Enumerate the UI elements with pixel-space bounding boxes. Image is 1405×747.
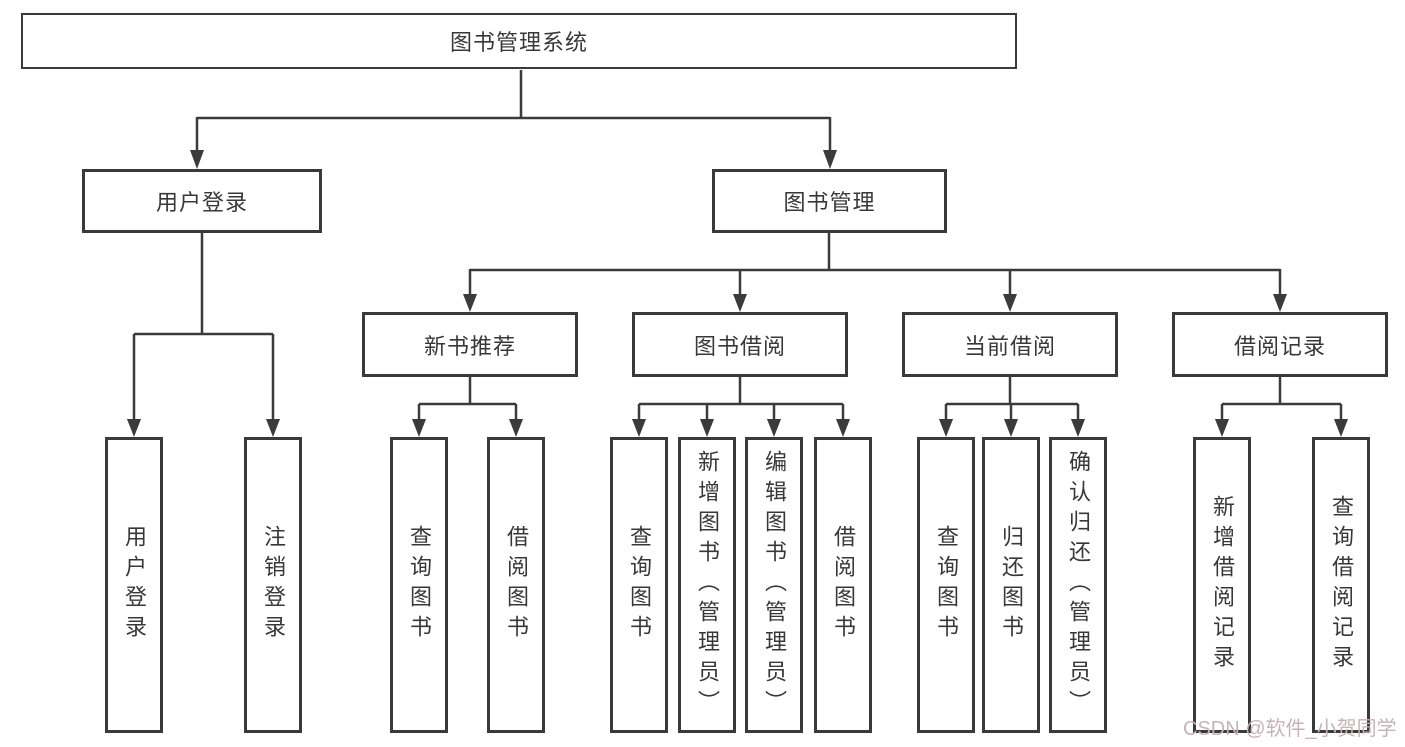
leaf-query-books-current: 查询图书 xyxy=(917,437,975,733)
leaf-borrow-books-recommend: 借阅图书 xyxy=(487,437,545,733)
node-book-management: 图书管理 xyxy=(712,169,947,233)
node-book-borrowing: 图书借阅 xyxy=(632,312,848,377)
leaf-query-books-recommend: 查询图书 xyxy=(390,437,448,733)
leaf-query-books-borrowing: 查询图书 xyxy=(610,437,668,733)
leaf-return-books: 归还图书 xyxy=(982,437,1040,733)
leaf-logout: 注销登录 xyxy=(244,437,302,733)
node-current-borrowing: 当前借阅 xyxy=(902,312,1118,377)
leaf-add-borrow-record: 新增借阅记录 xyxy=(1193,437,1251,733)
leaf-edit-books-admin: 编辑图书（管理员） xyxy=(745,437,803,733)
node-borrowing-records: 借阅记录 xyxy=(1172,312,1388,377)
leaf-add-books-admin: 新增图书（管理员） xyxy=(678,437,736,733)
node-root-system: 图书管理系统 xyxy=(21,13,1017,69)
csdn-watermark: CSDN @软件_小贺同学 xyxy=(1183,718,1397,740)
node-new-book-recommend: 新书推荐 xyxy=(362,312,578,377)
node-user-login: 用户登录 xyxy=(82,169,322,233)
connector-paths xyxy=(132,70,1343,421)
leaf-user-login: 用户登录 xyxy=(105,437,163,733)
leaf-borrow-books: 借阅图书 xyxy=(814,437,872,733)
leaf-query-borrow-record: 查询借阅记录 xyxy=(1312,437,1370,733)
arrowheads xyxy=(127,150,1348,437)
leaf-confirm-return-admin: 确认归还（管理员） xyxy=(1049,437,1107,733)
